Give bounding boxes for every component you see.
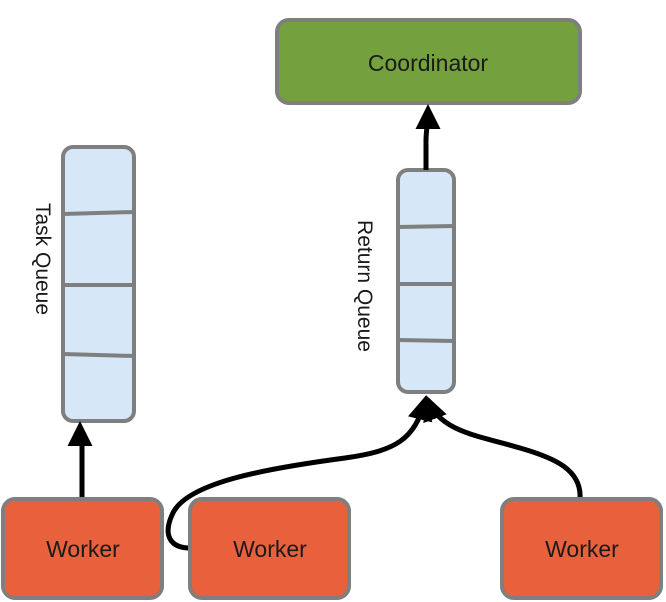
worker-node: Worker xyxy=(500,497,663,600)
task-queue-label: Task Queue xyxy=(31,203,54,315)
worker-box xyxy=(1,497,164,600)
worker-box xyxy=(188,497,351,600)
coordinator-label: Coordinator xyxy=(368,50,489,76)
edge-worker3-to-return-queue xyxy=(423,395,583,500)
return-queue-node xyxy=(396,168,456,394)
task-queue-node xyxy=(61,145,136,423)
worker-label: Worker xyxy=(545,536,619,562)
worker-node: Worker xyxy=(188,497,351,600)
worker-box xyxy=(500,497,663,600)
return-queue-label: Return Queue xyxy=(353,220,376,352)
task-queue-divider xyxy=(62,210,135,216)
edge-return-queue-to-coordinator xyxy=(415,104,441,170)
worker-label: Worker xyxy=(46,536,120,562)
worker-node: Worker xyxy=(1,497,164,600)
coordinator-node: Coordinator xyxy=(275,18,582,105)
return-queue-box xyxy=(396,168,456,394)
worker-label: Worker xyxy=(233,536,307,562)
edge-worker1-to-task-queue xyxy=(67,421,93,499)
return-queue-divider xyxy=(397,338,455,343)
edge-worker2-to-return-queue xyxy=(165,395,433,551)
return-queue-divider xyxy=(397,224,455,229)
coordinator-box xyxy=(275,18,582,105)
task-queue-divider xyxy=(62,352,135,358)
